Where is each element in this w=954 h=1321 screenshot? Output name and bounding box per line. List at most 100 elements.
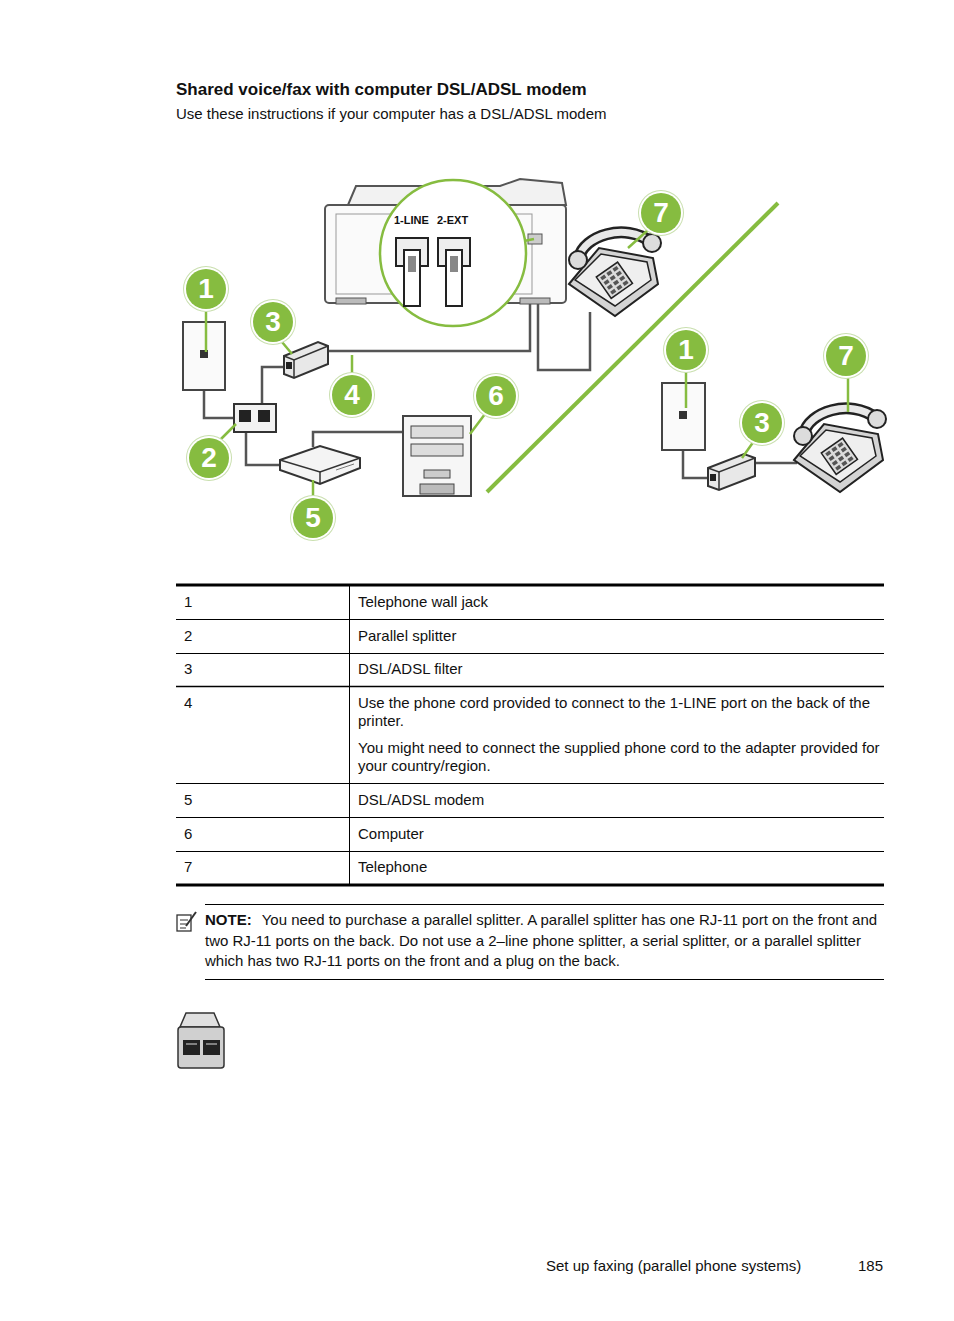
table-cell: 5 — [184, 791, 192, 809]
dsl-filter — [708, 458, 755, 472]
table-cell: DSL/ADSL modem — [358, 791, 484, 809]
magnifier — [450, 256, 458, 272]
callout-text: 2 — [201, 443, 217, 473]
dsl-modem — [280, 446, 360, 484]
splitter-icon — [178, 1013, 224, 1068]
wall-jack — [183, 322, 225, 390]
note-heading: NOTE: — [205, 911, 252, 928]
leader-line — [351, 355, 354, 373]
computer-tower — [424, 470, 450, 478]
splitter-icon — [180, 1013, 220, 1027]
note-icon — [177, 912, 196, 931]
callout-number: 7 — [641, 193, 681, 233]
wall-jack — [662, 383, 705, 450]
telephone — [569, 232, 661, 316]
note-icon — [180, 928, 186, 929]
divider-line — [487, 203, 778, 492]
magnifier — [404, 250, 420, 306]
dsl-modem — [280, 446, 360, 484]
note-icon — [186, 912, 196, 926]
callout-text: 3 — [265, 307, 281, 337]
phone-cord — [246, 432, 282, 465]
dsl-filter — [718, 472, 720, 490]
table-cell: 2 — [184, 627, 192, 645]
phone-cord — [204, 303, 797, 478]
printer-drawing — [520, 298, 550, 304]
callout-text: 1 — [678, 335, 694, 365]
note-block: NOTE:You need to purchase a parallel spl… — [205, 910, 885, 972]
table-cell: Computer — [358, 825, 424, 843]
computer-tower — [420, 484, 454, 494]
splitter-icon — [178, 1027, 224, 1068]
dsl-modem — [336, 464, 354, 470]
callout-text: 7 — [838, 341, 854, 371]
note-rule — [205, 979, 884, 980]
leader-line — [205, 312, 208, 352]
dsl-filter — [284, 342, 328, 378]
callout-number: 1 — [666, 330, 706, 370]
table-rule — [176, 619, 884, 620]
note-rule — [205, 905, 884, 980]
parallel-splitter — [239, 410, 251, 422]
table-rule — [349, 586, 350, 884]
computer-tower — [403, 416, 471, 496]
dsl-filter — [708, 454, 755, 490]
table-rule — [176, 585, 884, 885]
dsl-filter — [708, 454, 755, 490]
leader-line — [220, 424, 236, 440]
table-cell: 4 — [184, 694, 192, 712]
table-rule — [176, 851, 884, 852]
telephone — [794, 408, 886, 492]
wall-jack — [183, 322, 225, 390]
callout-text: 3 — [754, 408, 770, 438]
splitter-icon — [186, 1044, 197, 1045]
table-rule — [176, 817, 884, 818]
parallel-splitter — [234, 404, 276, 432]
leader-line — [628, 230, 648, 248]
note-text: You need to purchase a parallel splitter… — [205, 911, 877, 969]
callout-number: 7 — [826, 336, 866, 376]
note-rule — [205, 904, 884, 905]
table-cell: Parallel splitter — [358, 627, 456, 645]
dsl-filter — [293, 360, 295, 378]
table-cell: Telephone — [358, 858, 427, 876]
port-label: 1-LINE — [394, 214, 429, 227]
parallel-splitter — [258, 410, 270, 422]
table-rule — [176, 584, 884, 587]
computer-tower — [411, 444, 463, 456]
page-number: 185 — [858, 1257, 883, 1275]
printer-drawing — [336, 298, 366, 304]
section-heading: Shared voice/fax with computer DSL/ADSL … — [176, 79, 587, 100]
splitter-icon — [203, 1040, 220, 1055]
magnifier — [380, 180, 526, 326]
table-cell: 7 — [184, 858, 192, 876]
callout-text: 4 — [344, 380, 360, 410]
callout-number: 3 — [742, 403, 782, 443]
leader-line — [685, 372, 688, 408]
page-footer: Set up faxing (parallel phone systems) — [546, 1257, 801, 1275]
phone-cord — [754, 462, 797, 465]
callout-number: 6 — [476, 376, 516, 416]
dsl-filter — [286, 362, 292, 369]
callout-text: 1 — [198, 274, 214, 304]
phone-cord — [538, 303, 590, 370]
table-cell: DSL/ADSL filter — [358, 660, 462, 678]
intro-text: Use these instructions if your computer … — [176, 105, 606, 123]
dsl-filter — [710, 474, 716, 481]
callout-text: 7 — [653, 198, 669, 228]
callout-text: 6 — [488, 381, 504, 411]
table-rule — [176, 653, 884, 654]
table-cell: 1 — [184, 593, 192, 611]
leader-line — [206, 230, 848, 496]
port-label: 2-EXT — [437, 214, 468, 227]
table-rule — [176, 686, 884, 688]
computer-tower — [403, 416, 471, 496]
callout-number: 4 — [332, 375, 372, 415]
callout-text: 5 — [305, 503, 321, 533]
table-cell: 3 — [184, 660, 192, 678]
magnifier — [446, 250, 462, 306]
leader-line — [742, 441, 754, 458]
dsl-modem — [280, 458, 360, 472]
